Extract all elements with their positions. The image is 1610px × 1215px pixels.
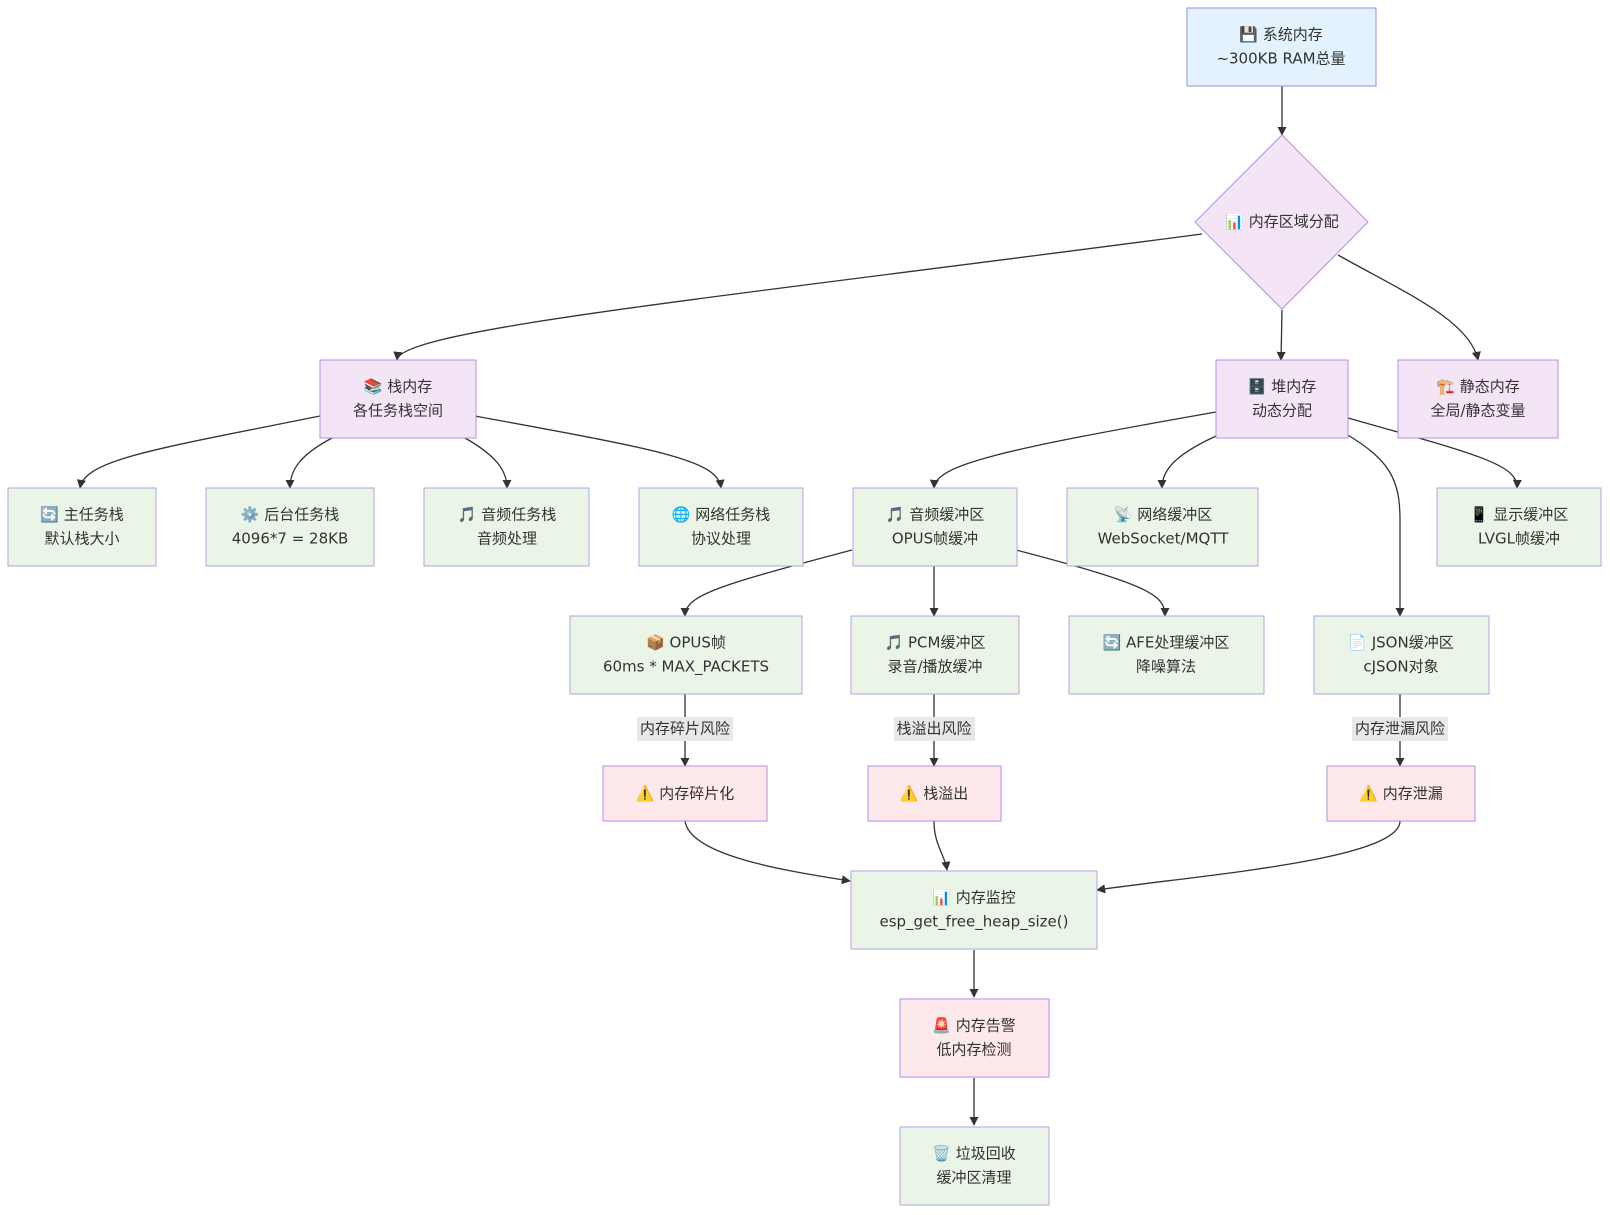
network-buffer-title: 📡 网络缓冲区 <box>1114 505 1212 524</box>
json-buffer-subtitle: cJSON对象 <box>1363 658 1438 676</box>
node-system-memory[interactable]: 💾 系统内存 ~300KB RAM总量 <box>1186 7 1377 87</box>
fragmentation-title: ⚠️ 内存碎片化 <box>636 785 734 803</box>
edge-audio-buffer-to-opus <box>680 549 853 617</box>
node-fragmentation[interactable]: ⚠️ 内存碎片化 <box>602 765 768 822</box>
node-memory-alert[interactable]: 🚨 内存告警 低内存检测 <box>899 998 1050 1078</box>
node-stack-memory[interactable]: 📚 栈内存 各任务栈空间 <box>319 359 477 439</box>
audio-buffer-title: 🎵 音频缓冲区 <box>886 506 984 524</box>
node-memory-leak[interactable]: ⚠️ 内存泄漏 <box>1326 765 1476 822</box>
json-buffer-title: 📄 JSON缓冲区 <box>1348 634 1453 652</box>
network-task-stack-subtitle: 协议处理 <box>691 530 751 548</box>
afe-buffer-subtitle: 降噪算法 <box>1136 658 1196 676</box>
edge-region-to-stack <box>393 233 1203 361</box>
main-task-stack-subtitle: 默认栈大小 <box>44 530 119 548</box>
display-buffer-subtitle: LVGL帧缓冲 <box>1478 530 1560 548</box>
heap-memory-title: 🗄️ 堆内存 <box>1248 378 1316 396</box>
garbage-collection-title: 🗑️ 垃圾回收 <box>932 1145 1015 1163</box>
node-display-buffer[interactable]: 📱 显示缓冲区 LVGL帧缓冲 <box>1436 487 1602 567</box>
edge-stack-to-network <box>474 415 725 489</box>
edge-leak-to-monitor <box>1096 820 1401 894</box>
pcm-buffer-subtitle: 录音/播放缓冲 <box>887 658 982 676</box>
background-task-stack-subtitle: 4096*7 = 28KB <box>232 530 349 548</box>
edge-label-fragmentation-risk: 内存碎片风险 <box>637 717 733 741</box>
edge-fragmentation-to-monitor <box>684 820 851 885</box>
edges <box>76 86 1522 1126</box>
node-main-task-stack[interactable]: 🔄 主任务栈 默认栈大小 <box>7 487 157 567</box>
opus-frame-subtitle: 60ms * MAX_PACKETS <box>603 658 769 677</box>
opus-frame-title: 📦 OPUS帧 <box>646 634 726 652</box>
static-memory-subtitle: 全局/静态变量 <box>1430 402 1525 420</box>
node-stack-overflow[interactable]: ⚠️ 栈溢出 <box>867 765 1002 822</box>
memory-alert-title: 🚨 内存告警 <box>932 1017 1015 1035</box>
node-opus-frame[interactable]: 📦 OPUS帧 60ms * MAX_PACKETS <box>569 615 803 695</box>
memory-monitor-subtitle: esp_get_free_heap_size() <box>879 913 1068 932</box>
node-network-task-stack[interactable]: 🌐 网络任务栈 协议处理 <box>638 487 804 567</box>
node-background-task-stack[interactable]: ⚙️ 后台任务栈 4096*7 = 28KB <box>205 487 375 567</box>
network-task-stack-title: 🌐 网络任务栈 <box>672 506 770 524</box>
edge-label-stack-overflow-risk-text: 栈溢出风险 <box>896 720 971 738</box>
static-memory-title: 🏗️ 静态内存 <box>1436 378 1519 396</box>
network-buffer-subtitle: WebSocket/MQTT <box>1098 530 1230 548</box>
node-garbage-collection[interactable]: 🗑️ 垃圾回收 缓冲区清理 <box>899 1126 1050 1206</box>
pcm-buffer-title: 🎵 PCM缓冲区 <box>885 634 986 652</box>
background-task-stack-title: ⚙️ 后台任务栈 <box>241 506 339 524</box>
node-static-memory[interactable]: 🏗️ 静态内存 全局/静态变量 <box>1397 359 1559 439</box>
system-memory-title: 💾 系统内存 <box>1239 26 1322 44</box>
memory-alert-subtitle: 低内存检测 <box>936 1041 1011 1059</box>
edge-label-memory-leak-risk-text: 内存泄漏风险 <box>1355 720 1445 738</box>
node-heap-memory[interactable]: 🗄️ 堆内存 动态分配 <box>1215 359 1349 439</box>
node-json-buffer[interactable]: 📄 JSON缓冲区 cJSON对象 <box>1313 615 1490 695</box>
memory-monitor-title: 📊 内存监控 <box>932 889 1015 907</box>
edge-stack-to-main <box>76 415 321 489</box>
stack-memory-title: 📚 栈内存 <box>364 378 432 396</box>
edge-label-stack-overflow-risk: 栈溢出风险 <box>894 717 975 741</box>
node-pcm-buffer[interactable]: 🎵 PCM缓冲区 录音/播放缓冲 <box>850 615 1020 695</box>
edge-region-to-heap <box>1276 309 1286 361</box>
memory-leak-title: ⚠️ 内存泄漏 <box>1359 785 1442 803</box>
edge-stack-to-background <box>285 437 333 489</box>
afe-buffer-title: 🔄 AFE处理缓冲区 <box>1103 634 1230 652</box>
node-memory-region-decision[interactable]: 📊 内存区域分配 <box>1194 134 1369 310</box>
edge-heap-to-network-buffer <box>1157 435 1217 489</box>
stack-memory-subtitle: 各任务栈空间 <box>353 402 443 420</box>
system-memory-subtitle: ~300KB RAM总量 <box>1216 50 1345 68</box>
main-task-stack-title: 🔄 主任务栈 <box>40 506 123 524</box>
stack-overflow-title: ⚠️ 栈溢出 <box>900 785 968 803</box>
node-network-buffer[interactable]: 📡 网络缓冲区 WebSocket/MQTT <box>1066 487 1259 567</box>
node-audio-buffer[interactable]: 🎵 音频缓冲区 OPUS帧缓冲 <box>852 487 1018 567</box>
heap-memory-subtitle: 动态分配 <box>1252 402 1312 420</box>
node-memory-monitor[interactable]: 📊 内存监控 esp_get_free_heap_size() <box>850 870 1098 950</box>
audio-task-stack-title: 🎵 音频任务栈 <box>458 506 556 524</box>
edge-label-memory-leak-risk: 内存泄漏风险 <box>1352 717 1448 741</box>
edge-overflow-to-monitor <box>933 820 951 871</box>
edge-heap-to-display-buffer <box>1347 417 1522 489</box>
node-audio-task-stack[interactable]: 🎵 音频任务栈 音频处理 <box>423 487 590 567</box>
memory-region-title: 📊 内存区域分配 <box>1225 213 1338 231</box>
garbage-collection-subtitle: 缓冲区清理 <box>936 1169 1011 1187</box>
audio-buffer-subtitle: OPUS帧缓冲 <box>892 530 978 548</box>
edge-audio-buffer-to-afe <box>1015 549 1170 617</box>
edge-stack-to-audio <box>464 437 512 489</box>
node-afe-buffer[interactable]: 🔄 AFE处理缓冲区 降噪算法 <box>1068 615 1265 695</box>
display-buffer-title: 📱 显示缓冲区 <box>1470 506 1568 524</box>
edge-heap-to-audio-buffer <box>929 411 1217 489</box>
edge-label-fragmentation-risk-text: 内存碎片风险 <box>640 720 730 738</box>
audio-task-stack-subtitle: 音频处理 <box>477 530 537 548</box>
edge-heap-to-json-buffer <box>1345 433 1405 617</box>
edge-region-to-static <box>1337 254 1481 361</box>
